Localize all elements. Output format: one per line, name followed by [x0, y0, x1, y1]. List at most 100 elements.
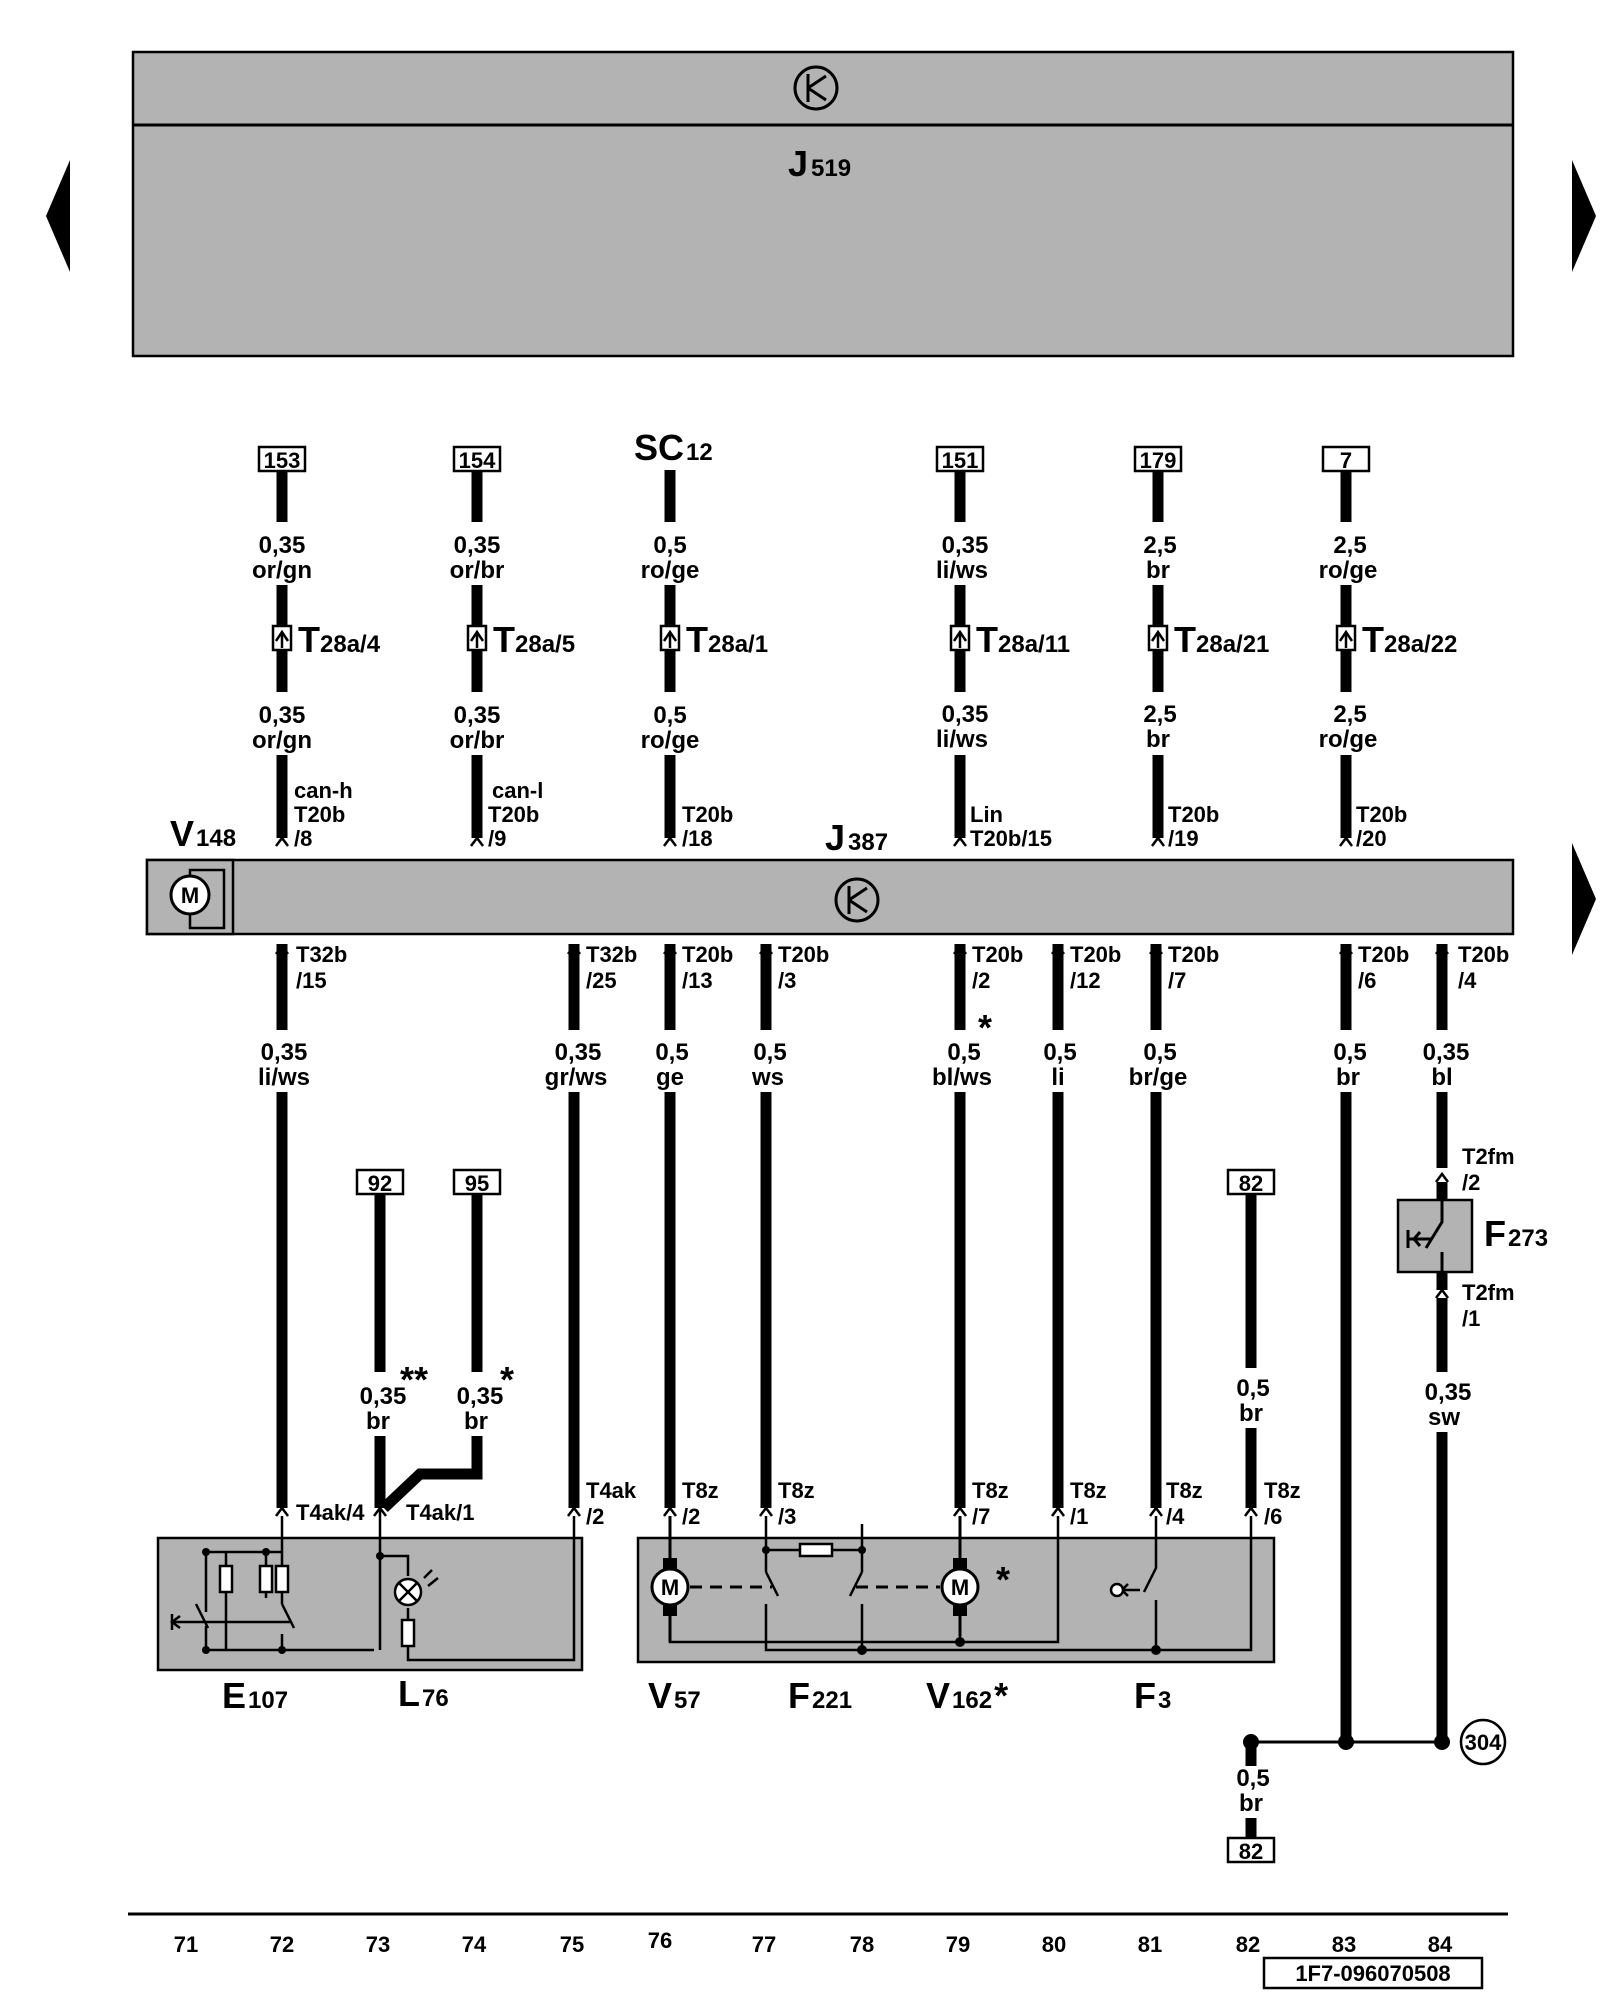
svg-text:ws: ws — [751, 1064, 784, 1091]
svg-text:can-l: can-l — [492, 778, 543, 803]
svg-text:0,5: 0,5 — [1236, 1375, 1269, 1402]
svg-text:0,5: 0,5 — [753, 1039, 786, 1066]
svg-text:br: br — [1336, 1064, 1360, 1091]
grid-number: 74 — [462, 1932, 487, 1957]
svg-text:95: 95 — [465, 1171, 489, 1196]
connector-label: T28a/11 — [976, 619, 1070, 660]
lamp-icon — [376, 1508, 576, 1662]
svg-text:/6: /6 — [1264, 1504, 1282, 1529]
svg-text:sw: sw — [1428, 1404, 1460, 1431]
svg-text:2,5: 2,5 — [1143, 701, 1176, 728]
next-page-arrow-icon[interactable] — [1572, 160, 1596, 272]
transistor-symbol-icon — [793, 65, 839, 111]
top-wire-2: 0,35 or/br T28a/5 0,35 or/br can-l T20b … — [450, 471, 575, 851]
document-id-box — [1262, 1956, 1484, 1990]
svg-text:T20b/15: T20b/15 — [970, 826, 1052, 851]
svg-text:7: 7 — [1340, 448, 1352, 473]
svg-text:br/ge: br/ge — [1129, 1064, 1188, 1091]
svg-text:2,5: 2,5 — [1333, 701, 1366, 728]
svg-text:0,35: 0,35 — [555, 1039, 602, 1066]
svg-text:/1: /1 — [1462, 1306, 1480, 1331]
ref-box-95 — [452, 1168, 502, 1196]
svg-text:/4: /4 — [1458, 968, 1477, 993]
svg-text:li/ws: li/ws — [936, 557, 988, 584]
ref-box-92 — [355, 1168, 405, 1196]
svg-text:gr/ws: gr/ws — [545, 1064, 608, 1091]
svg-text:T4ak/4: T4ak/4 — [296, 1500, 365, 1525]
motor-switch-module: M M * V57 F221 — [636, 1516, 1276, 1716]
grid-number: 71 — [174, 1932, 198, 1957]
svg-text:/3: /3 — [778, 1504, 796, 1529]
svg-text:0,35: 0,35 — [360, 1383, 407, 1410]
svg-text:/18: /18 — [682, 826, 713, 851]
motor-icon: M — [169, 868, 226, 930]
svg-text:/25: /25 — [586, 968, 617, 993]
svg-text:0,35: 0,35 — [454, 702, 501, 729]
svg-text:ro/ge: ro/ge — [1319, 726, 1378, 753]
svg-text:0,5: 0,5 — [1143, 1039, 1176, 1066]
prev-page-arrow-icon[interactable] — [46, 160, 70, 272]
svg-text:0,35: 0,35 — [457, 1383, 504, 1410]
v162-motor-icon: M * — [940, 1516, 1010, 1636]
f3-switch-icon — [1109, 1516, 1158, 1650]
svg-text:br: br — [1146, 726, 1170, 753]
grid-number: 72 — [270, 1932, 294, 1957]
svg-text:T4ak: T4ak — [586, 1478, 637, 1503]
svg-text:br: br — [464, 1408, 488, 1435]
grid-number: 77 — [752, 1932, 776, 1957]
svg-text:0,35: 0,35 — [454, 532, 501, 559]
svg-text:br: br — [1239, 1400, 1263, 1427]
grid-number: 79 — [946, 1932, 970, 1957]
svg-text:T20b: T20b — [1070, 942, 1121, 967]
bottom-wire-9: T20b /4 0,35 bl — [1423, 942, 1509, 1168]
lower-connector-labels: T4ak/4 T4ak/1 T4ak /2 T8z /2 T8z /3 T8z … — [275, 1478, 1301, 1529]
svg-text:0,35: 0,35 — [1425, 1379, 1472, 1406]
svg-text:/1: /1 — [1070, 1504, 1088, 1529]
connector-label: T28a/5 — [493, 619, 575, 660]
connector-label: T28a/4 — [298, 619, 381, 660]
svg-text:0,35: 0,35 — [259, 702, 306, 729]
footer-grid: 71 72 73 74 75 76 77 78 79 80 81 82 83 8… — [128, 1912, 1508, 1990]
ref-box-153 — [257, 445, 307, 473]
svg-text:T20b: T20b — [294, 802, 345, 827]
grid-number: 73 — [366, 1932, 390, 1957]
svg-text:T20b: T20b — [1356, 802, 1407, 827]
ref-box-82-ground — [1226, 1836, 1276, 1864]
svg-text:/19: /19 — [1168, 826, 1199, 851]
svg-text:T20b: T20b — [682, 942, 733, 967]
svg-text:T8z: T8z — [1070, 1478, 1107, 1503]
next-page-arrow-icon-lower[interactable] — [1572, 843, 1596, 955]
svg-text:T8z: T8z — [1166, 1478, 1203, 1503]
top-wire-6: 2,5 ro/ge T28a/22 2,5 ro/ge T20b /20 — [1319, 471, 1457, 851]
svg-text:or/gn: or/gn — [252, 727, 312, 754]
svg-text:0,5: 0,5 — [1333, 1039, 1366, 1066]
connector-label: T28a/21 — [1174, 619, 1269, 660]
svg-text:T32b: T32b — [586, 942, 637, 967]
svg-text:/2: /2 — [586, 1504, 604, 1529]
svg-text:/2: /2 — [1462, 1170, 1480, 1195]
svg-text:T20b: T20b — [1168, 942, 1219, 967]
svg-text:0,35: 0,35 — [1423, 1039, 1470, 1066]
svg-text:0,5: 0,5 — [653, 532, 686, 559]
svg-text:0,5: 0,5 — [655, 1039, 688, 1066]
ground-point-304 — [1459, 1718, 1507, 1766]
grid-number: 82 — [1236, 1932, 1260, 1957]
v162-label: V162* — [926, 1675, 1008, 1716]
svg-text:0,5: 0,5 — [653, 702, 686, 729]
svg-text:0,35: 0,35 — [261, 1039, 308, 1066]
svg-text:ge: ge — [656, 1064, 684, 1091]
svg-text:Lin: Lin — [970, 802, 1003, 827]
top-wire-1: 0,35 or/gn T28a/4 0,35 or/gn can-h T20b … — [252, 471, 381, 851]
svg-text:M: M — [951, 1575, 969, 1600]
lower-wires: 92 ** 0,35 br 95 * 0,35 br 82 0,5 br T2f… — [355, 1144, 1548, 1864]
top-wire-5: 2,5 br T28a/21 2,5 br T20b /19 — [1143, 471, 1269, 851]
svg-text:179: 179 — [1140, 448, 1177, 473]
svg-text:li: li — [1051, 1064, 1064, 1091]
star-marker: * — [996, 1559, 1010, 1600]
grid-number: 80 — [1042, 1932, 1066, 1957]
bottom-wire-1: T32b /15 0,35 li/ws — [258, 942, 347, 1508]
svg-text:/13: /13 — [682, 968, 713, 993]
